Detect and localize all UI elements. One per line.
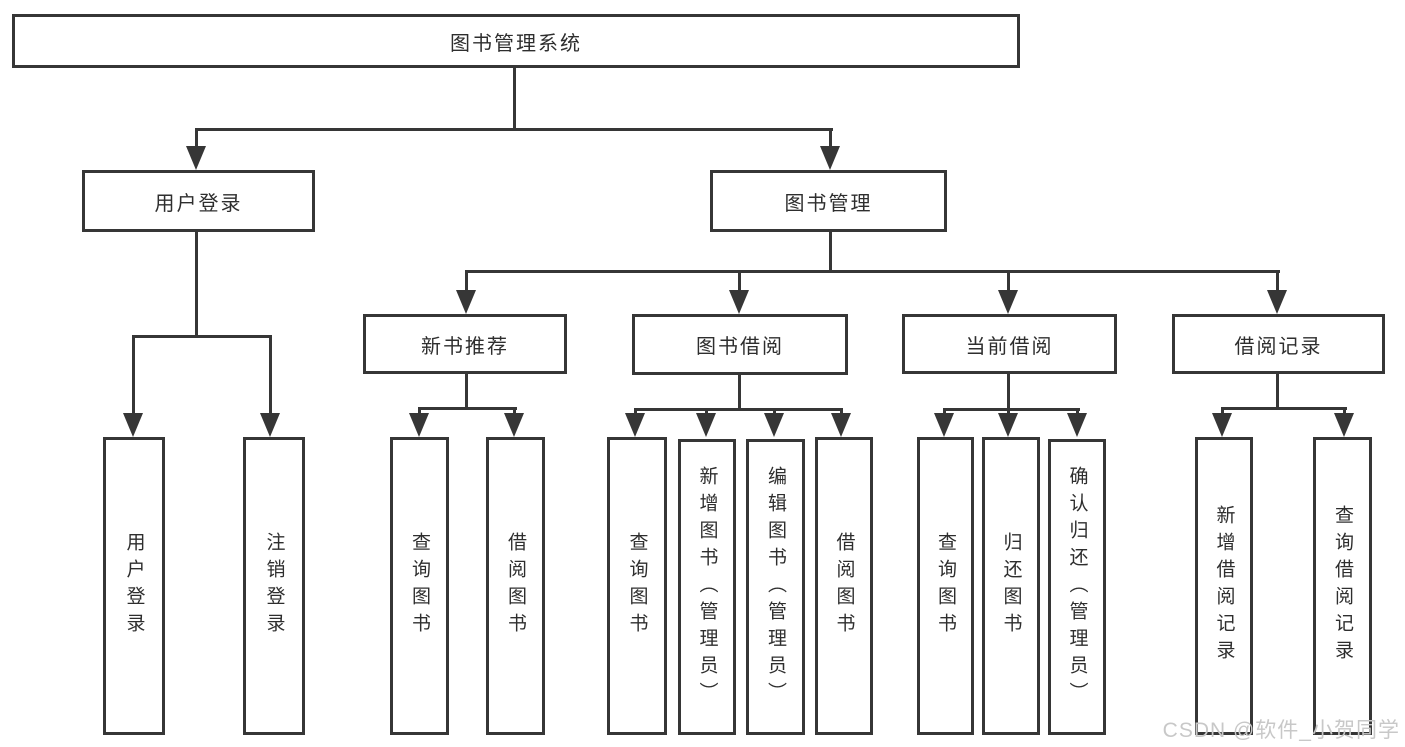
leaf-label: 归还图书	[1000, 532, 1022, 640]
connector-line	[738, 375, 741, 408]
leaf-confirm-return-admin: 确认归还（管理员）	[1048, 439, 1106, 735]
connector-line	[773, 408, 776, 415]
connector-line	[195, 232, 198, 335]
node-book-management: 图书管理	[710, 170, 947, 232]
leaf-borrow-books: 借阅图书	[486, 437, 545, 735]
leaf-add-book-admin: 新增图书（管理员）	[678, 439, 736, 735]
arrow-down-icon	[1212, 413, 1232, 437]
leaf-query-books: 查询图书	[607, 437, 667, 735]
connector-line	[1007, 374, 1010, 408]
connector-line	[634, 408, 637, 415]
arrow-down-icon	[1267, 290, 1287, 314]
node-library-management-system: 图书管理系统	[12, 14, 1020, 68]
arrow-down-icon	[504, 413, 524, 437]
leaf-label: 新增借阅记录	[1213, 505, 1235, 667]
connector-line	[465, 374, 468, 407]
watermark: CSDN @软件_小贺同学	[1162, 719, 1400, 742]
leaf-query-books: 查询图书	[390, 437, 449, 735]
leaf-label: 用户登录	[123, 532, 145, 640]
arrow-down-icon	[696, 413, 716, 437]
arrow-down-icon	[123, 413, 143, 437]
node-label: 当前借阅	[965, 335, 1054, 358]
connector-line	[1221, 407, 1224, 415]
node-user-login: 用户登录	[82, 170, 315, 232]
leaf-label: 编辑图书（管理员）	[765, 465, 786, 709]
leaf-label: 借阅图书	[833, 532, 855, 640]
connector-line	[269, 335, 272, 415]
node-label: 用户登录	[154, 192, 243, 215]
arrow-down-icon	[260, 413, 280, 437]
arrow-down-icon	[764, 413, 784, 437]
leaf-user-login: 用户登录	[103, 437, 165, 735]
leaf-label: 注销登录	[263, 532, 285, 640]
connector-line	[829, 232, 832, 270]
connector-line	[705, 408, 708, 415]
leaf-label: 查询图书	[626, 532, 648, 640]
leaf-logout: 注销登录	[243, 437, 305, 735]
leaf-label: 新增图书（管理员）	[696, 465, 718, 709]
connector-line	[195, 128, 833, 131]
connector-line	[1221, 407, 1347, 410]
node-label: 图书管理系统	[450, 32, 582, 55]
node-label: 新书推荐	[421, 335, 509, 358]
leaf-query-books: 查询图书	[917, 437, 974, 735]
connector-line	[1343, 407, 1346, 415]
leaf-label: 查询图书	[935, 532, 956, 640]
node-new-book-recommendation: 新书推荐	[363, 314, 567, 374]
connector-line	[465, 270, 1280, 273]
leaf-label: 确认归还（管理员）	[1066, 465, 1088, 709]
leaf-label: 借阅图书	[505, 532, 526, 640]
leaf-add-borrow-record: 新增借阅记录	[1195, 437, 1253, 735]
connector-line	[132, 335, 272, 338]
connector-line	[840, 408, 843, 415]
connector-line	[1276, 374, 1279, 407]
leaf-return-books: 归还图书	[982, 437, 1040, 735]
node-book-borrowing: 图书借阅	[632, 314, 848, 375]
arrow-down-icon	[998, 413, 1018, 437]
arrow-down-icon	[186, 146, 206, 170]
connector-line	[195, 128, 198, 150]
connector-line	[418, 407, 421, 415]
arrow-down-icon	[831, 413, 851, 437]
connector-line	[418, 407, 517, 410]
connector-line	[1276, 270, 1279, 292]
connector-line	[634, 408, 843, 411]
node-label: 借阅记录	[1234, 335, 1323, 358]
arrow-down-icon	[998, 290, 1018, 314]
arrow-down-icon	[1067, 413, 1087, 437]
connector-line	[829, 128, 832, 150]
node-label: 图书借阅	[696, 336, 784, 358]
leaf-label: 查询图书	[409, 532, 430, 640]
node-borrowing-records: 借阅记录	[1172, 314, 1385, 374]
arrow-down-icon	[729, 290, 749, 314]
connector-line	[1076, 408, 1079, 415]
leaf-edit-book-admin: 编辑图书（管理员）	[746, 439, 805, 735]
arrow-down-icon	[409, 413, 429, 437]
connector-line	[513, 407, 516, 415]
connector-line	[738, 270, 741, 292]
arrow-down-icon	[456, 290, 476, 314]
connector-line	[943, 408, 946, 415]
connector-line	[513, 68, 516, 128]
connector-line	[465, 270, 468, 292]
arrow-down-icon	[1334, 413, 1354, 437]
node-label: 图书管理	[784, 192, 873, 215]
connector-line	[132, 335, 135, 415]
connector-line	[1007, 270, 1010, 292]
leaf-label: 查询借阅记录	[1332, 505, 1353, 667]
node-current-borrowing: 当前借阅	[902, 314, 1117, 374]
connector-line	[1007, 408, 1010, 415]
leaf-query-borrow-record: 查询借阅记录	[1313, 437, 1372, 735]
connector-line	[943, 408, 1080, 411]
arrow-down-icon	[625, 413, 645, 437]
arrow-down-icon	[934, 413, 954, 437]
arrow-down-icon	[820, 146, 840, 170]
leaf-borrow-books: 借阅图书	[815, 437, 873, 735]
